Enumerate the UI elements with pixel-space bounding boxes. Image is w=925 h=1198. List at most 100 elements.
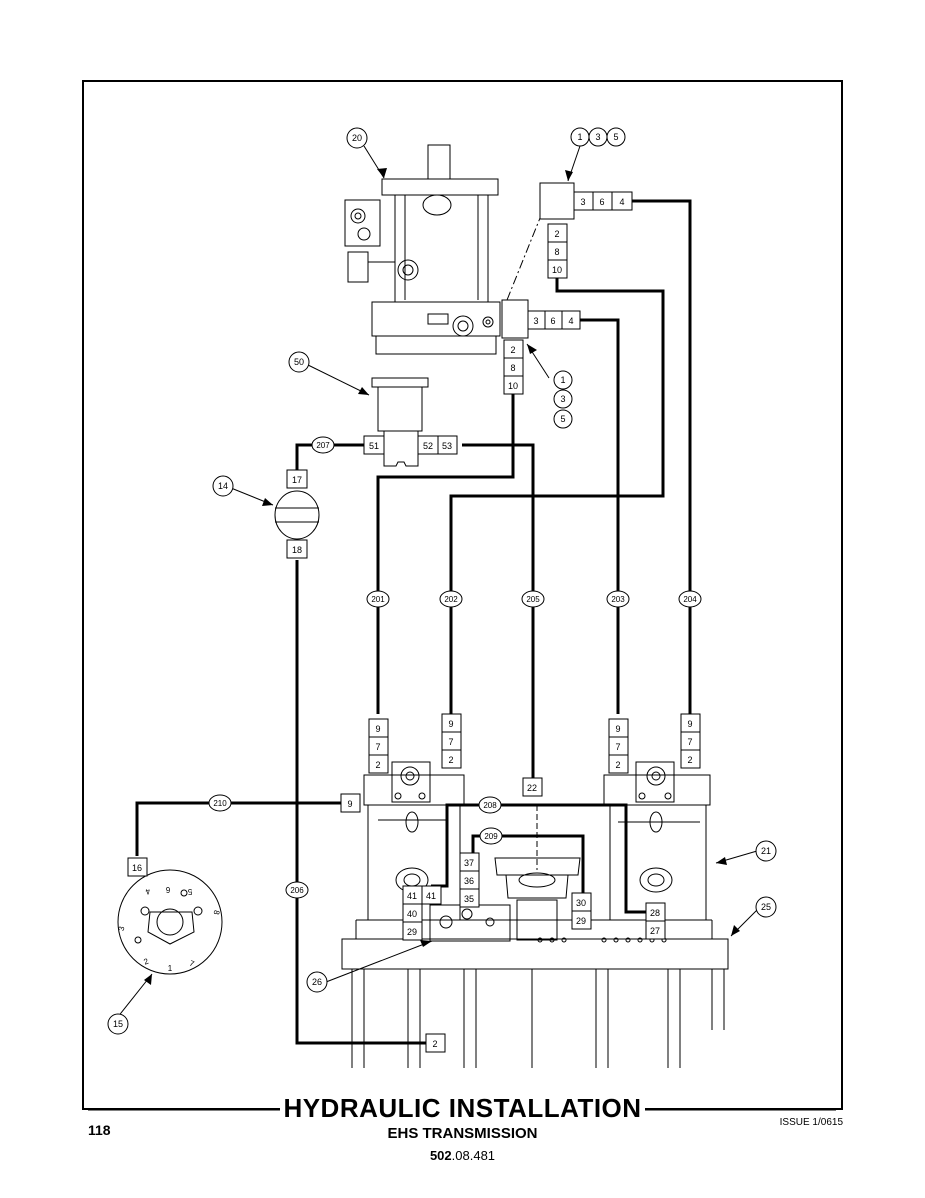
line-label-207: 207 (316, 441, 330, 450)
callout-20: 20 (352, 133, 362, 143)
port-52: 52 (423, 441, 433, 451)
port-far-right-1: 27 (650, 926, 660, 936)
callout-25: 25 (761, 902, 771, 912)
port-mid-right-0: 3 (533, 316, 538, 326)
pin-label-1: 5 (187, 887, 192, 896)
port-53: 53 (442, 441, 452, 451)
port-m3-1: 7 (615, 742, 620, 752)
port-left-block-1: 40 (407, 909, 417, 919)
callout-21: 21 (761, 846, 771, 856)
line-label-209: 209 (484, 832, 498, 841)
line-205 (462, 443, 535, 778)
document-number-suffix: .08.481 (451, 1148, 496, 1163)
frame-rail (341, 919, 729, 1068)
port-top-right-0: 3 (580, 197, 585, 207)
port-top-right-2: 4 (619, 197, 624, 207)
port-22: 22 (527, 783, 537, 793)
line-203 (580, 318, 620, 714)
line-label-210: 210 (213, 799, 227, 808)
valve-assembly (371, 377, 429, 467)
page-number: 118 (88, 1122, 111, 1138)
arrowheads (144, 168, 740, 985)
port-right-pair-0: 30 (576, 898, 586, 908)
port-m2-0: 9 (448, 719, 453, 729)
rail-holes (537, 937, 667, 943)
pin-label-5: 2 (143, 956, 151, 966)
line-label-205: 205 (526, 595, 540, 604)
line-label-201: 201 (371, 595, 385, 604)
port-top-down-0: 2 (554, 229, 559, 239)
port-m4-0: 9 (687, 719, 692, 729)
pin-label-7: 7 (188, 959, 196, 969)
callout-15: 15 (113, 1019, 123, 1029)
port-m1-2: 2 (375, 760, 380, 770)
right-motor (603, 761, 711, 920)
line-206 (295, 560, 426, 1045)
port-9: 9 (347, 799, 352, 809)
port-center-0: 37 (464, 858, 474, 868)
line-210 (135, 801, 341, 856)
port-boxes (127, 191, 701, 1053)
pin-label-2: 6 (165, 885, 170, 894)
port-m2-2: 2 (448, 755, 453, 765)
page-subtitle: EHS TRANSMISSION (387, 1125, 538, 1142)
central-housing (429, 805, 581, 942)
port-left-block-0: 41 (407, 891, 417, 901)
components (116, 144, 759, 1068)
port-51: 51 (369, 441, 379, 451)
pin-label-4: 8 (212, 909, 222, 915)
callout-5-mid: 5 (560, 414, 565, 424)
page-title: HYDRAULIC INSTALLATION (280, 1093, 645, 1124)
port-mid-down-1: 8 (510, 363, 515, 373)
port-41b: 41 (426, 891, 436, 901)
port-m2-1: 7 (448, 737, 453, 747)
port-m1-0: 9 (375, 724, 380, 734)
port-mid-right-2: 4 (568, 316, 573, 326)
callout-1-top: 1 (577, 132, 582, 142)
line-207 (295, 443, 364, 470)
pin-label-6: 1 (168, 964, 173, 973)
sensor (274, 490, 320, 540)
port-17: 17 (292, 475, 302, 485)
port-2: 2 (432, 1039, 437, 1049)
callout-labels: 20 1 3 5 1 3 5 50 14 15 21 25 26 (113, 132, 771, 1029)
port-top-down-2: 10 (552, 265, 562, 275)
line-label-206: 206 (290, 886, 304, 895)
port-m3-2: 2 (615, 760, 620, 770)
port-right-pair-1: 29 (576, 916, 586, 926)
line-label-208: 208 (483, 801, 497, 810)
line-number-labels: 201 202 205 203 204 206 207 208 209 210 (213, 441, 697, 895)
port-mid-right-1: 6 (550, 316, 555, 326)
document-number: 502.08.481 (0, 1148, 925, 1163)
port-mid-down-0: 2 (510, 345, 515, 355)
port-labels: 3 6 4 2 8 10 3 6 4 2 8 10 51 52 53 17 18… (132, 197, 693, 1049)
line-202 (449, 278, 665, 714)
pin-label-3: 3 (117, 925, 127, 931)
port-m1-1: 7 (375, 742, 380, 752)
issue-label: ISSUE 1/0615 (779, 1117, 843, 1128)
port-m3-0: 9 (615, 724, 620, 734)
callout-14: 14 (218, 481, 228, 491)
line-label-204: 204 (683, 595, 697, 604)
callout-3-mid: 3 (560, 394, 565, 404)
port-far-right-0: 28 (650, 908, 660, 918)
pin-label-0: 4 (144, 886, 152, 896)
line-label-202: 202 (444, 595, 458, 604)
connector-pin-labels: 4 5 6 3 8 2 1 7 (117, 885, 222, 973)
line-label-203: 203 (611, 595, 625, 604)
callout-5-top: 5 (613, 132, 618, 142)
port-m4-1: 7 (687, 737, 692, 747)
port-top-down-1: 8 (554, 247, 559, 257)
document-number-prefix: 502 (429, 1148, 452, 1163)
callouts (107, 127, 777, 1035)
line-209 (471, 834, 585, 893)
connector-15 (117, 869, 223, 975)
port-top-right-1: 6 (599, 197, 604, 207)
line-204 (632, 199, 692, 714)
port-mid-down-2: 10 (508, 381, 518, 391)
port-m4-2: 2 (687, 755, 692, 765)
port-18: 18 (292, 545, 302, 555)
port-left-block-2: 29 (407, 927, 417, 937)
line-number-ovals (208, 436, 702, 899)
